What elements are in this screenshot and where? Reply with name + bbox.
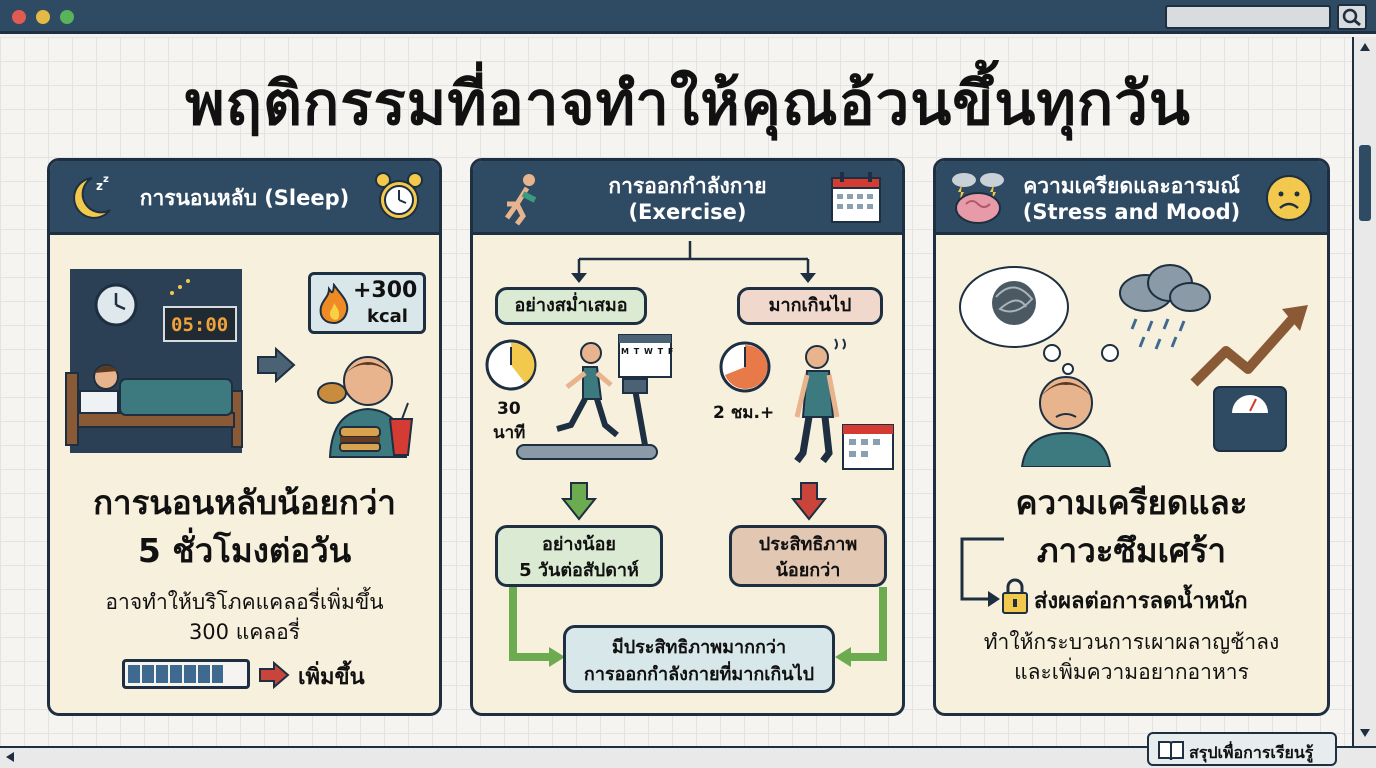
flow-converge-arrows	[509, 587, 887, 667]
sleep-panel-header: z z การนอนหลับ (Sleep)	[50, 161, 439, 235]
stress-panel: ความเครียดและอารมณ์ (Stress and Mood)	[933, 158, 1330, 716]
exercise-panel: การออกกำลังกาย (Exercise) อย่างสม่ำเสมอ …	[470, 158, 905, 716]
exercise-header-title-1: การออกกำลังกาย	[608, 174, 767, 198]
conclusion-box: มีประสิทธิภาพมากกว่า การออกกำลังกายที่มา…	[563, 625, 835, 693]
scroll-up-arrow-icon[interactable]	[1359, 41, 1371, 53]
stressed-person-illustration	[959, 264, 1308, 467]
exercise-header-title-2: (Exercise)	[628, 200, 747, 224]
svg-text:z: z	[103, 174, 109, 185]
excess-result-line1: ประสิทธิภาพ	[758, 534, 858, 555]
svg-text:z: z	[96, 179, 103, 193]
alarm-display-text: 05:00	[171, 314, 229, 336]
treadmill-running-illustration	[485, 339, 658, 460]
stress-description-1: ทำให้กระบวนการเผาผลาญช้าลง	[983, 630, 1280, 654]
exhausted-person-illustration	[719, 338, 894, 470]
conclusion-line1: มีประสิทธิภาพมากกว่า	[611, 637, 787, 658]
connector-arrow-icon	[960, 537, 1004, 607]
brain-storm-icon	[952, 173, 1004, 224]
red-down-arrow-icon	[791, 482, 827, 521]
green-down-arrow-icon	[561, 482, 597, 521]
fire-icon	[319, 283, 349, 325]
regular-result-line2: 5 วันต่อสัปดาห์	[519, 560, 639, 581]
arrow-right-icon	[257, 347, 296, 383]
vertical-scroll-thumb[interactable]	[1359, 145, 1371, 221]
book-icon	[1158, 741, 1184, 761]
regular-exercise-label: อย่างสม่ำเสมอ	[495, 287, 647, 325]
close-window-button[interactable]	[12, 10, 26, 24]
calendar-icon	[831, 172, 881, 223]
sleep-headline-2: 5 ชั่วโมงต่อวัน	[137, 531, 352, 570]
stress-effect: ส่งผลต่อการลดน้ำหนัก	[1034, 589, 1248, 614]
minimize-window-button[interactable]	[36, 10, 50, 24]
stress-header-title-2: (Stress and Mood)	[1022, 200, 1241, 224]
running-person-icon	[504, 174, 537, 226]
regular-result-box: อย่างน้อย 5 วันต่อสัปดาห์	[495, 525, 663, 587]
search-input[interactable]	[1165, 5, 1331, 29]
vertical-scrollbar[interactable]	[1352, 37, 1376, 746]
search-icon	[1342, 8, 1361, 27]
sleep-headline-1: การนอนหลับน้อยกว่า	[93, 483, 396, 522]
scroll-down-arrow-icon[interactable]	[1359, 727, 1371, 739]
conclusion-line2: การออกกำลังกายที่มากเกินไป	[583, 664, 815, 685]
weekly-calendar-icon	[618, 334, 672, 378]
scroll-left-arrow-icon[interactable]	[4, 751, 16, 763]
eating-person-illustration	[317, 356, 414, 458]
sleep-description-2: 300 แคลอรี่	[188, 620, 301, 644]
increase-arrow-icon	[259, 661, 290, 689]
maximize-window-button[interactable]	[60, 10, 74, 24]
excess-result-box: ประสิทธิภาพ น้อยกว่า	[729, 525, 887, 587]
sleep-description-1: อาจทำให้บริโภคแคลอรี่เพิ่มขึ้น	[105, 590, 384, 614]
excess-timer-value: 2 ชม.+	[713, 403, 775, 423]
weekly-calendar-days: M T W T F	[621, 347, 675, 356]
stress-description-2: และเพิ่มความอยากอาหาร	[1014, 660, 1249, 684]
stress-panel-header: ความเครียดและอารมณ์ (Stress and Mood)	[936, 161, 1327, 235]
increase-label: เพิ่มขึ้น	[298, 665, 365, 690]
alarm-clock-icon	[375, 172, 423, 220]
sleeping-person-illustration	[65, 269, 243, 453]
regular-timer-value: 30	[497, 399, 521, 419]
excess-exercise-label: มากเกินไป	[737, 287, 883, 325]
exercise-panel-header: การออกกำลังกาย (Exercise)	[473, 161, 902, 235]
stress-headline-2: ภาวะซึมเศร้า	[1036, 531, 1227, 570]
sleep-panel: z z การนอนหลับ (Sleep) 05:00	[47, 158, 442, 716]
regular-result-line1: อย่างน้อย	[542, 534, 616, 555]
search-button[interactable]	[1337, 4, 1367, 30]
moon-icon: z z	[73, 174, 111, 219]
excess-result-line2: น้อยกว่า	[775, 560, 841, 581]
sleep-header-title: การนอนหลับ (Sleep)	[139, 186, 350, 210]
calorie-progress-bar	[122, 659, 250, 689]
calorie-unit: kcal	[367, 306, 408, 327]
stress-header-title-1: ความเครียดและอารมณ์	[1023, 174, 1240, 198]
stress-headline-1: ความเครียดและ	[1015, 483, 1248, 522]
calorie-progress-fill	[128, 665, 223, 683]
regular-timer-unit: นาที	[493, 423, 526, 443]
window-titlebar	[0, 0, 1376, 34]
flow-branch-lines	[571, 241, 816, 283]
sad-face-icon	[1266, 175, 1312, 221]
page-title: พฤติกรรมที่อาจทำให้คุณอ้วนขึ้นทุกวัน	[185, 69, 1191, 139]
summary-button-label: สรุปเพื่อการเรียนรู้	[1189, 743, 1314, 762]
calorie-amount: +300	[353, 278, 418, 303]
summary-button[interactable]: สรุปเพื่อการเรียนรู้	[1147, 732, 1337, 766]
lock-icon	[1002, 578, 1028, 614]
calorie-badge: +300 kcal	[308, 272, 426, 334]
horizontal-scrollbar[interactable]	[0, 746, 1376, 768]
